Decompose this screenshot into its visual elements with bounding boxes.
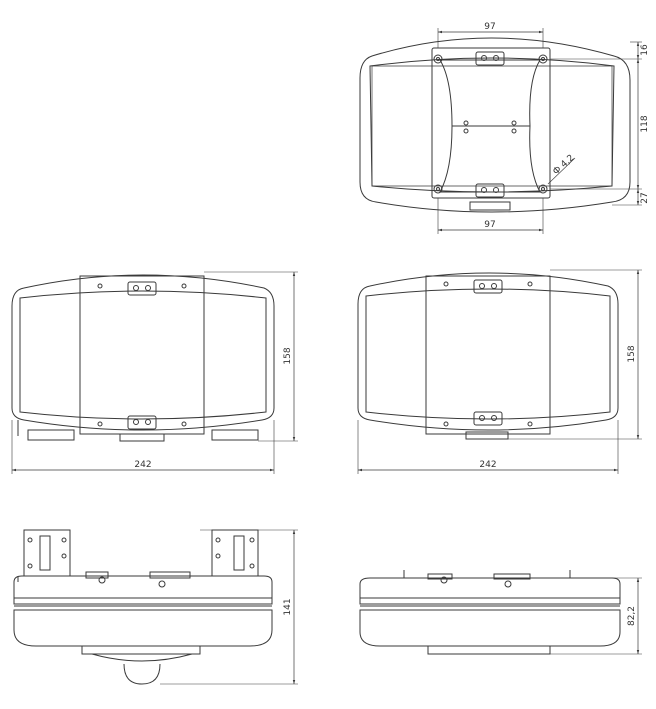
dim-hole-diameter: Ф 4,2 [551, 153, 576, 177]
dim-front-left-height: 158 [283, 347, 293, 364]
dim-front-right-height: 158 [627, 345, 637, 362]
dimension-lines [12, 30, 640, 684]
top-view [359, 28, 642, 234]
side-right-view [359, 570, 642, 655]
dim-side-right-height: 82,2 [627, 606, 637, 626]
dim-top-width-bottom: 97 [484, 220, 495, 230]
dim-top-width-top: 97 [484, 22, 495, 32]
side-left-view [13, 529, 298, 685]
dim-top-height: 118 [640, 115, 650, 132]
front-left-view [11, 271, 298, 474]
front-right-view [357, 269, 642, 474]
dim-front-left-width: 242 [134, 460, 151, 470]
dim-front-right-width: 242 [479, 460, 496, 470]
dim-top-offset-top: 16 [640, 44, 650, 56]
dim-side-left-height: 141 [283, 598, 293, 615]
dim-top-offset-bottom: 27 [640, 192, 650, 203]
